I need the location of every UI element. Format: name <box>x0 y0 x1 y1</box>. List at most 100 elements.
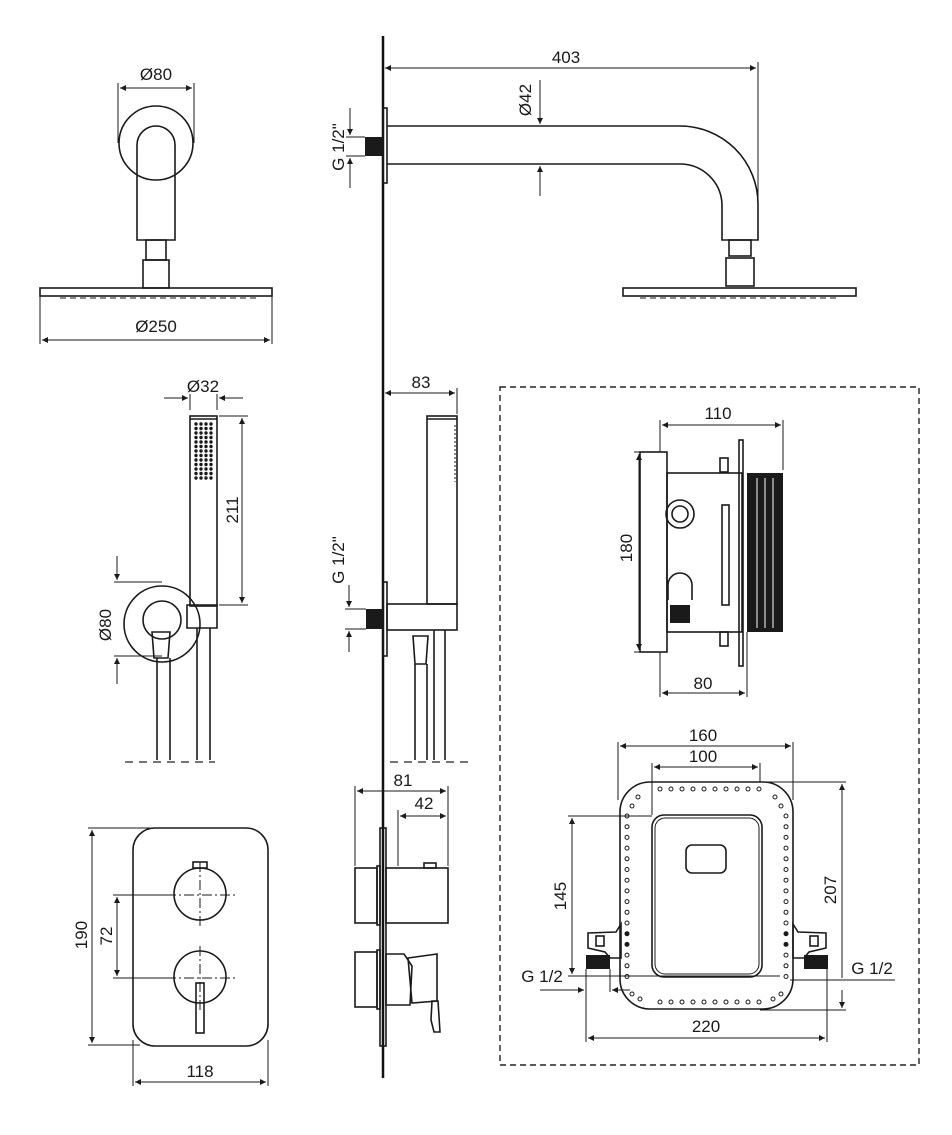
nozzle-dot <box>204 476 208 480</box>
mounting-hole <box>772 794 778 800</box>
mounting-hole <box>624 877 630 883</box>
hand-connection-label: G 1/2" <box>329 536 348 584</box>
mounting-hole <box>783 845 789 851</box>
hand-projection-label: 83 <box>412 373 431 392</box>
nozzle-dot <box>194 476 198 480</box>
hand-shower-front-view: Ø32 211 Ø80 <box>96 377 248 763</box>
mounting-hole <box>783 813 789 819</box>
mounting-frame <box>619 781 794 1010</box>
nozzle-dot <box>199 440 203 444</box>
mounting-hole <box>624 952 630 958</box>
mounting-hole <box>624 899 630 905</box>
mounting-hole <box>701 786 707 792</box>
mounting-hole <box>701 999 707 1005</box>
flange-diameter-label: Ø80 <box>140 65 172 84</box>
mounting-hole <box>783 952 789 958</box>
nozzle-dot <box>209 431 213 435</box>
inlet-spacing-label: 220 <box>692 1017 720 1036</box>
mounting-hole <box>723 999 729 1005</box>
nozzle-dot <box>199 449 203 453</box>
mounting-hole <box>783 941 789 947</box>
mounting-hole <box>668 999 674 1005</box>
mounting-hole <box>637 996 643 1002</box>
overhead-shower-side-view: 403 Ø42 G 1/2" <box>329 48 857 299</box>
mounting-hole <box>624 931 630 937</box>
nozzle-dot <box>209 467 213 471</box>
mounting-hole <box>783 834 789 840</box>
nozzle-dot <box>199 426 203 431</box>
nozzle-dot <box>204 458 208 462</box>
plate-height-label: 190 <box>72 921 91 949</box>
wall-flange <box>118 105 194 181</box>
holder-diameter-label: Ø80 <box>96 609 115 641</box>
knob-depth-label: 42 <box>415 794 434 813</box>
mounting-hole <box>624 834 630 840</box>
arm-length-label: 403 <box>552 48 580 67</box>
mounting-hole <box>770 996 776 1002</box>
nozzle-dot <box>204 467 208 471</box>
nozzle-dot <box>199 462 203 467</box>
mounting-hole <box>657 999 663 1005</box>
mounting-hole <box>624 824 630 830</box>
nozzle-dot <box>209 449 213 453</box>
arm-diameter-label: Ø42 <box>516 84 535 116</box>
shower-arm <box>136 125 176 241</box>
mounting-hole <box>624 888 630 894</box>
nozzle-dot <box>204 422 208 426</box>
mounting-hole <box>624 845 630 851</box>
nozzle-dot <box>194 426 198 431</box>
total-height-label: 207 <box>821 876 840 904</box>
lever <box>195 982 205 1034</box>
mounting-hole <box>745 786 751 792</box>
mounting-hole <box>679 999 685 1005</box>
nozzle-dot <box>194 467 198 471</box>
nozzle-dot <box>209 435 213 440</box>
mounting-hole <box>624 867 630 872</box>
mounting-hole <box>783 899 789 905</box>
mounting-hole <box>712 999 718 1005</box>
nozzle-dot <box>209 453 213 458</box>
head-diameter-label: Ø250 <box>135 317 177 336</box>
mounting-hole <box>783 867 789 872</box>
mounting-hole <box>690 999 696 1005</box>
box-depth-total-label: 110 <box>704 404 731 423</box>
mixer-plate-front-view: 190 72 118 <box>72 827 269 1086</box>
nozzle-dot <box>199 435 203 440</box>
mounting-hole <box>657 786 663 792</box>
mounting-hole <box>745 999 751 1005</box>
nozzle-dot <box>194 453 198 458</box>
nozzle-dot <box>194 435 198 440</box>
nozzle-dot <box>199 476 203 480</box>
nozzle-dot <box>194 458 198 462</box>
mounting-hole <box>783 909 789 915</box>
mounting-hole <box>783 974 789 979</box>
nozzle-dot <box>209 440 213 444</box>
mixer-depth-label: 81 <box>394 771 413 790</box>
overhead-shower-front-view: Ø80 Ø250 <box>39 65 273 344</box>
nozzle-dot <box>204 449 208 453</box>
mounting-hole <box>783 856 789 862</box>
outer-width-label: 160 <box>689 726 717 745</box>
mounting-hole <box>783 877 789 883</box>
hand-shower-handle <box>189 415 218 607</box>
nozzle-dot <box>209 458 213 462</box>
knob-spacing-label: 72 <box>97 927 116 946</box>
nozzle-dot <box>209 422 213 426</box>
nozzle-dot <box>209 462 213 467</box>
nozzle-dot <box>194 422 198 426</box>
concealed-box-side-view: 110 180 80 <box>617 404 784 697</box>
handle-diameter-label: Ø32 <box>187 377 219 396</box>
mounting-hole <box>624 941 630 947</box>
nozzle-dot <box>199 422 203 426</box>
mounting-hole <box>756 786 762 792</box>
mounting-hole <box>783 920 789 926</box>
box-depth-body-label: 80 <box>694 674 713 693</box>
nozzle-dot <box>194 440 198 444</box>
shower-head <box>39 287 273 297</box>
nozzle-dot <box>209 426 213 431</box>
mounting-hole <box>712 786 718 792</box>
mounting-hole <box>624 909 630 915</box>
mounting-hole <box>679 786 685 792</box>
mounting-hole <box>624 963 630 969</box>
